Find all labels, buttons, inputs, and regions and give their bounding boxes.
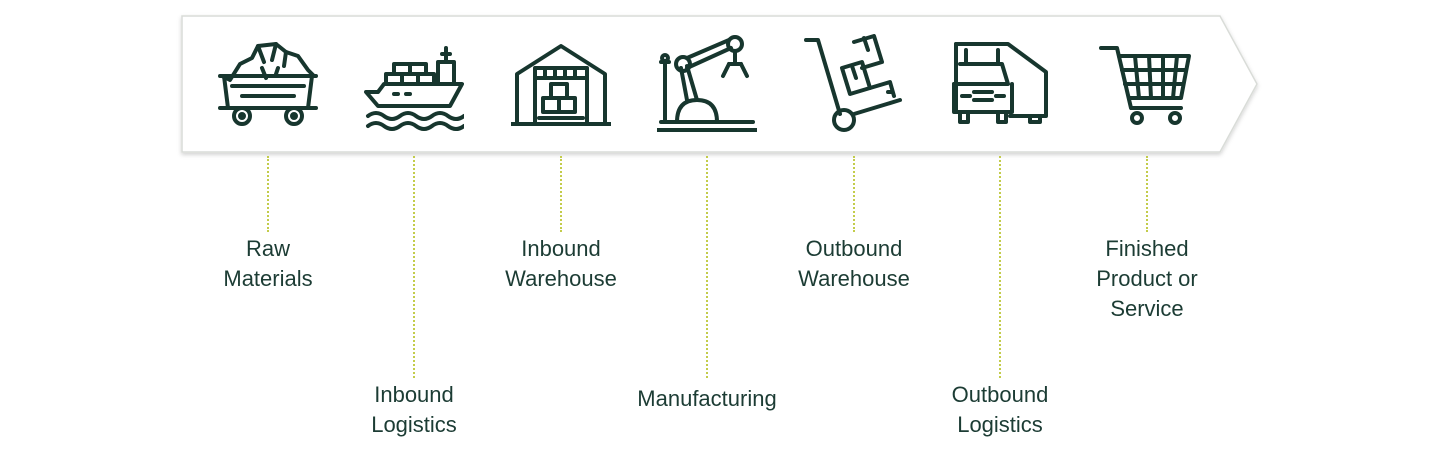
connector-line xyxy=(706,156,708,378)
warehouse-icon xyxy=(511,34,611,134)
stage-label-inbound-warehouse: Inbound Warehouse xyxy=(505,236,617,291)
stage-finished-product: Finished Product or Service xyxy=(1077,0,1217,450)
stage-label-inbound-logistics: Inbound Logistics xyxy=(371,382,457,437)
robotic-arm-icon xyxy=(657,34,757,134)
connector-line xyxy=(413,156,415,378)
connector-line xyxy=(999,156,1001,378)
stage-inbound-logistics: Inbound Logistics xyxy=(344,0,484,450)
stage-label-manufacturing: Manufacturing xyxy=(637,386,777,411)
stage-label-outbound-warehouse: Outbound Warehouse xyxy=(798,236,910,291)
stage-outbound-logistics: Outbound Logistics xyxy=(930,0,1070,450)
cargo-ship-icon xyxy=(364,34,464,134)
stage-inbound-warehouse: Inbound Warehouse xyxy=(491,0,631,450)
stage-label-finished-product: Finished Product or Service xyxy=(1096,236,1198,321)
connector-line xyxy=(560,156,562,232)
stage-outbound-warehouse: Outbound Warehouse xyxy=(784,0,924,450)
stage-label-raw-materials: Raw Materials xyxy=(223,236,313,291)
connector-line xyxy=(267,156,269,232)
connector-line xyxy=(1146,156,1148,232)
connector-line xyxy=(853,156,855,232)
hand-truck-icon xyxy=(804,34,904,134)
stage-manufacturing: Manufacturing xyxy=(637,0,777,450)
delivery-truck-icon xyxy=(950,34,1050,134)
shopping-cart-icon xyxy=(1097,34,1197,134)
stage-label-outbound-logistics: Outbound Logistics xyxy=(951,382,1049,437)
mine-cart-icon xyxy=(218,34,318,134)
stage-raw-materials: Raw Materials xyxy=(198,0,338,450)
